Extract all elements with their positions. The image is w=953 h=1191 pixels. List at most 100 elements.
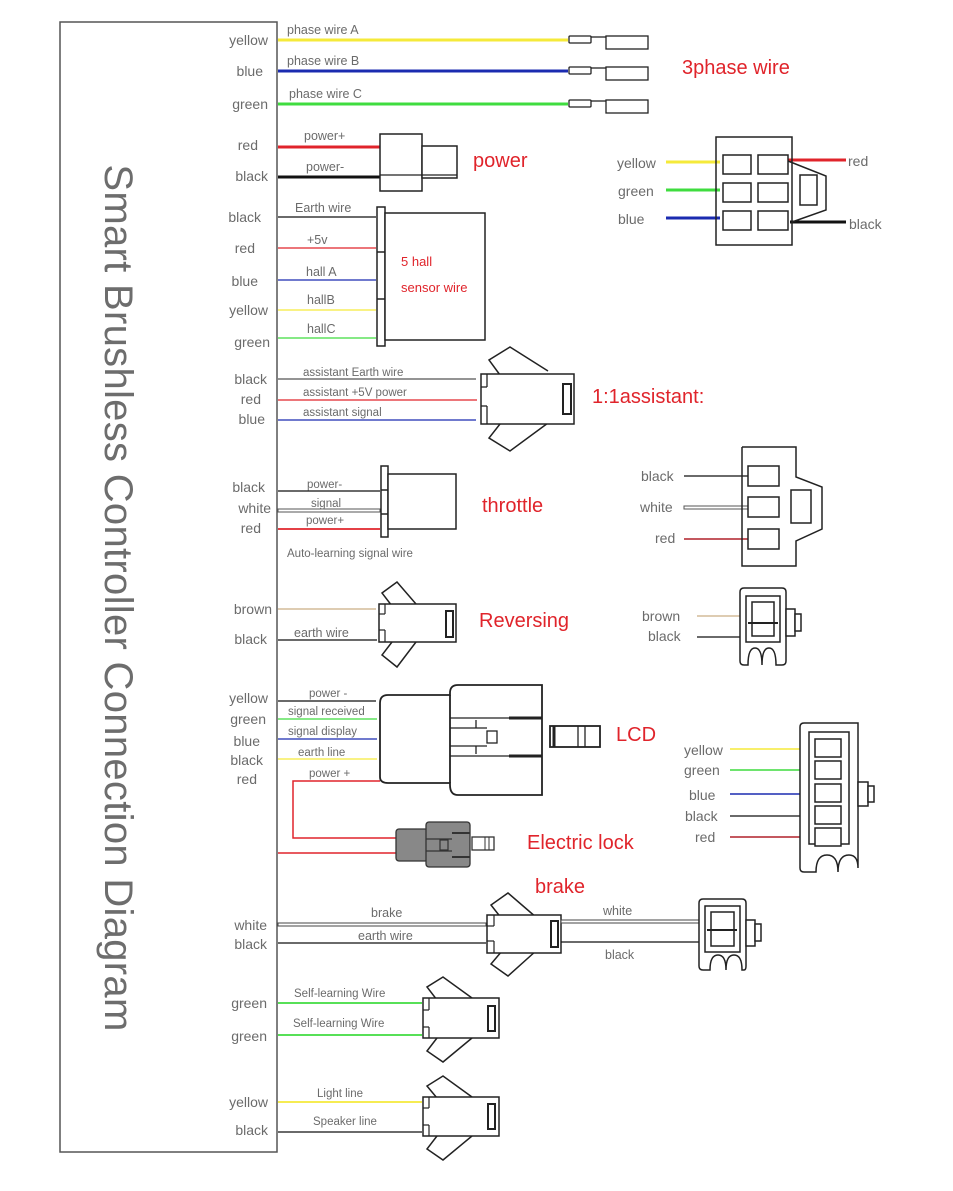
- color-label: black: [232, 479, 265, 495]
- self-learning-connector: [278, 976, 500, 1063]
- wire-label: assistant +5V power: [303, 387, 407, 399]
- heading-hall-2: sensor wire: [401, 280, 468, 295]
- color-label: blue: [233, 733, 260, 749]
- heading-electric-lock: Electric lock: [527, 832, 634, 854]
- pinout-label: red: [655, 530, 676, 546]
- color-label: red: [237, 137, 258, 153]
- color-label: red: [236, 771, 257, 787]
- heading-assistant: 1:1assistant:: [592, 386, 705, 408]
- wire-label: assistant signal: [303, 407, 382, 419]
- color-label: red: [240, 520, 261, 536]
- pinout-label: green: [618, 183, 654, 199]
- color-label: yellow: [229, 302, 268, 318]
- wire-label: power+: [304, 129, 346, 143]
- reversing-pinout: [697, 587, 802, 666]
- wire-label: phase wire C: [289, 87, 362, 101]
- color-label: green: [234, 334, 270, 350]
- wire-label: power-: [307, 479, 343, 491]
- pinout-label: brown: [642, 608, 681, 624]
- power-connector: [278, 133, 458, 192]
- pinout-label: black: [685, 808, 718, 824]
- light-speaker-connector: [278, 1075, 500, 1161]
- electric-lock-connector: [395, 821, 495, 868]
- pinout-label: red: [695, 829, 716, 845]
- throttle-connector: [277, 465, 457, 538]
- pinout-label: yellow: [684, 742, 723, 758]
- wire-label: phase wire A: [287, 23, 359, 37]
- color-label: black: [234, 371, 267, 387]
- lcd-connector: [278, 684, 601, 854]
- lcd-pinout: [730, 722, 875, 873]
- throttle-pinout: [683, 446, 823, 567]
- color-label: black: [235, 1122, 268, 1138]
- pinout-label: black: [641, 468, 674, 484]
- wire-label: white: [603, 904, 633, 918]
- reversing-connector: [278, 580, 457, 669]
- pinout-label: white: [640, 499, 673, 515]
- wire-label: +5v: [307, 233, 328, 247]
- wire-label: earth line: [298, 747, 346, 759]
- color-label: red: [240, 391, 261, 407]
- color-label: white: [238, 500, 271, 516]
- color-label: black: [234, 631, 267, 647]
- wire-label: power -: [309, 688, 348, 700]
- color-label: black: [235, 168, 268, 184]
- color-label: yellow: [229, 32, 268, 48]
- phase-terminals: [568, 35, 649, 114]
- color-label: green: [231, 1028, 267, 1044]
- color-label: black: [230, 752, 263, 768]
- color-label: red: [234, 240, 255, 256]
- controller-title: Smart Brushless Controller Connection Di…: [96, 164, 140, 1032]
- pinout-label: green: [684, 762, 720, 778]
- pinout-label: blue: [689, 787, 716, 803]
- wire-label: earth wire: [358, 929, 413, 943]
- pinout-label: black: [648, 628, 681, 644]
- wire-label: Earth wire: [295, 201, 352, 215]
- controller-box: [59, 21, 278, 1153]
- color-label: black: [234, 936, 267, 952]
- wire-label: earth wire: [294, 626, 349, 640]
- heading-3phase: 3phase wire: [682, 57, 790, 79]
- color-label: green: [230, 711, 266, 727]
- heading-throttle: throttle: [482, 495, 544, 517]
- color-label: brown: [233, 601, 272, 617]
- color-label: green: [232, 96, 268, 112]
- wire-label: Self-learning Wire: [293, 1018, 385, 1030]
- power-pinout: [666, 136, 846, 246]
- wire-label: power+: [306, 515, 345, 527]
- color-label: blue: [238, 411, 265, 427]
- brake-switch: [698, 898, 762, 971]
- color-label: black: [228, 209, 261, 225]
- wire-label: hall A: [306, 265, 337, 279]
- assistant-connector: [278, 346, 575, 452]
- wire-label: signal: [311, 498, 342, 510]
- heading-hall-1: 5 hall: [401, 254, 433, 269]
- wire-label: black: [605, 948, 635, 962]
- pinout-label: yellow: [617, 155, 656, 171]
- heading-reversing: Reversing: [479, 610, 570, 632]
- heading-power: power: [473, 150, 528, 172]
- wire-label: assistant Earth wire: [303, 367, 404, 379]
- wire-label: Self-learning Wire: [294, 988, 386, 1000]
- wire-label: Light line: [317, 1088, 364, 1100]
- color-label: yellow: [229, 690, 268, 706]
- color-label: white: [234, 917, 267, 933]
- color-label: green: [231, 995, 267, 1011]
- color-label: blue: [231, 273, 258, 289]
- wire-label: Speaker line: [313, 1116, 377, 1128]
- wire-label: power +: [309, 768, 351, 780]
- phase-wires: [278, 35, 649, 114]
- wire-label: hallB: [307, 293, 335, 307]
- pinout-label: blue: [618, 211, 645, 227]
- heading-lcd: LCD: [616, 724, 657, 746]
- brake-connector: [277, 892, 702, 977]
- heading-brake: brake: [535, 876, 586, 898]
- wire-label: brake: [371, 906, 403, 920]
- color-label: blue: [236, 63, 263, 79]
- wire-label: signal received: [288, 706, 365, 718]
- pinout-label: red: [848, 153, 869, 169]
- wire-label: signal display: [288, 726, 358, 738]
- color-label: yellow: [229, 1094, 268, 1110]
- pinout-label: black: [849, 216, 882, 232]
